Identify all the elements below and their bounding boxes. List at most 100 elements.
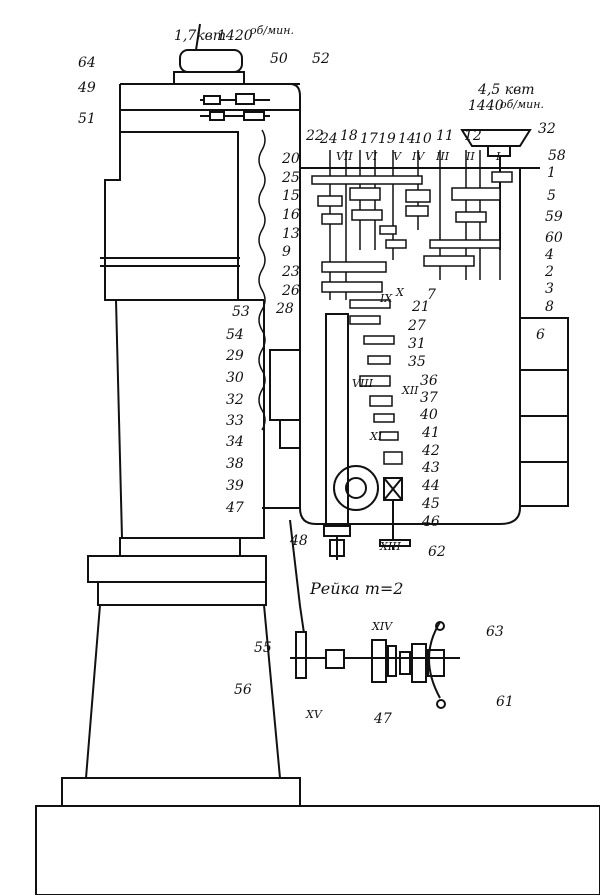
part-28: 28 [275, 301, 294, 317]
shaft-X: X [395, 286, 405, 299]
part-7: 7 [427, 287, 436, 303]
part-62: 62 [428, 544, 446, 560]
part-6: 6 [536, 327, 545, 343]
part-9: 9 [282, 244, 291, 260]
part-5: 5 [547, 188, 556, 204]
part-26: 26 [281, 283, 300, 299]
part-64: 64 [78, 55, 96, 71]
shaft-I: I [495, 150, 501, 163]
part-50: 50 [270, 51, 288, 67]
part-1: 1 [547, 165, 556, 181]
shaft-XII: XII [401, 384, 419, 397]
rack-label: Рейка m=2 [309, 579, 403, 598]
part-20: 20 [281, 151, 300, 167]
part-47-upper: 47 [225, 500, 244, 516]
top-motor-unit: об/мин. [250, 24, 294, 37]
shaft-IV: IV [411, 150, 425, 163]
part-21: 21 [411, 299, 430, 315]
part-61: 61 [496, 694, 514, 710]
spindle [323, 313, 351, 560]
part-60: 60 [545, 230, 563, 246]
part-49: 49 [77, 80, 96, 96]
part-31: 31 [408, 336, 426, 352]
part-4: 4 [544, 247, 554, 263]
part-32-top: 32 [538, 121, 556, 137]
part-12: 12 [464, 128, 482, 144]
motor-labels: 1,7квт 1420 об/мин. 4,5 квт 1440 об/мин.… [174, 24, 544, 598]
shaft-XIII: XIII [379, 540, 402, 553]
part-56: 56 [234, 682, 252, 698]
part-53: 53 [232, 304, 250, 320]
gearbox-shafts [329, 150, 501, 300]
part-13: 13 [282, 226, 300, 242]
part-35: 35 [408, 354, 426, 370]
part-16: 16 [282, 207, 300, 223]
part-43: 43 [421, 460, 440, 476]
part-14: 14 [398, 131, 416, 147]
main-motor-speed: 1440 [468, 98, 504, 114]
main-gearbox [269, 110, 569, 525]
top-motor-speed: 1420 [217, 28, 253, 44]
shaft-VIII: VIII [352, 377, 374, 390]
part-15: 15 [282, 188, 300, 204]
part-10: 10 [414, 131, 432, 147]
shaft-XI: XI [369, 430, 383, 443]
part-27: 27 [407, 318, 426, 334]
machine-base [35, 537, 600, 895]
main-motor-power: 4,5 квт [477, 82, 535, 98]
shaft-XIV: XIV [371, 620, 393, 633]
part-22: 22 [305, 128, 324, 144]
part-18: 18 [340, 128, 358, 144]
part-51: 51 [78, 111, 96, 127]
part-30: 30 [226, 370, 244, 386]
shaft-III: III [435, 150, 450, 163]
part-38: 38 [226, 456, 244, 472]
part-24: 24 [319, 131, 338, 147]
shaft-IX: IX [379, 292, 393, 305]
part-25: 25 [281, 170, 300, 186]
part-54: 54 [226, 327, 244, 343]
part-46: 46 [421, 514, 440, 530]
part-45: 45 [421, 496, 440, 512]
part-52: 52 [312, 51, 330, 67]
machine-column [100, 83, 300, 539]
part-63: 63 [486, 624, 504, 640]
shaft-VI: VI [365, 150, 378, 163]
head-gearbox [120, 83, 301, 431]
part-55: 55 [254, 640, 272, 656]
worm-gear [333, 465, 411, 550]
top-motor-power: 1,7квт [174, 28, 226, 44]
part-44: 44 [421, 478, 440, 494]
part-34: 34 [226, 434, 244, 450]
shaft-labels: VII VI V IV III II I IX X VIII XII XI XI… [305, 150, 501, 721]
rack-drive [289, 519, 460, 709]
shaft-VII: VII [336, 150, 353, 163]
part-32: 32 [226, 392, 244, 408]
part-8: 8 [545, 299, 554, 315]
part-2: 2 [544, 264, 554, 280]
part-3: 3 [545, 281, 554, 297]
part-17: 17 [360, 131, 378, 147]
part-36: 36 [420, 373, 438, 389]
part-19: 19 [378, 131, 396, 147]
shaft-II: II [465, 150, 475, 163]
part-29: 29 [225, 348, 244, 364]
part-41: 41 [421, 425, 440, 441]
main-motor-unit: об/мин. [500, 98, 544, 111]
part-59: 59 [545, 209, 563, 225]
part-37: 37 [420, 390, 438, 406]
part-48: 48 [289, 533, 308, 549]
part-33: 33 [226, 413, 244, 429]
part-39: 39 [226, 478, 244, 494]
gear-blocks [311, 171, 513, 465]
part-23: 23 [281, 264, 300, 280]
shaft-XV: XV [305, 708, 323, 721]
part-labels: 64 49 51 50 52 32 58 1 5 59 60 4 2 3 8 6… [77, 51, 566, 727]
part-40: 40 [419, 407, 438, 423]
shaft-V: V [393, 150, 402, 163]
part-58: 58 [548, 148, 566, 164]
part-11: 11 [436, 128, 454, 144]
part-47-lower: 47 [373, 711, 392, 727]
part-42: 42 [421, 443, 440, 459]
